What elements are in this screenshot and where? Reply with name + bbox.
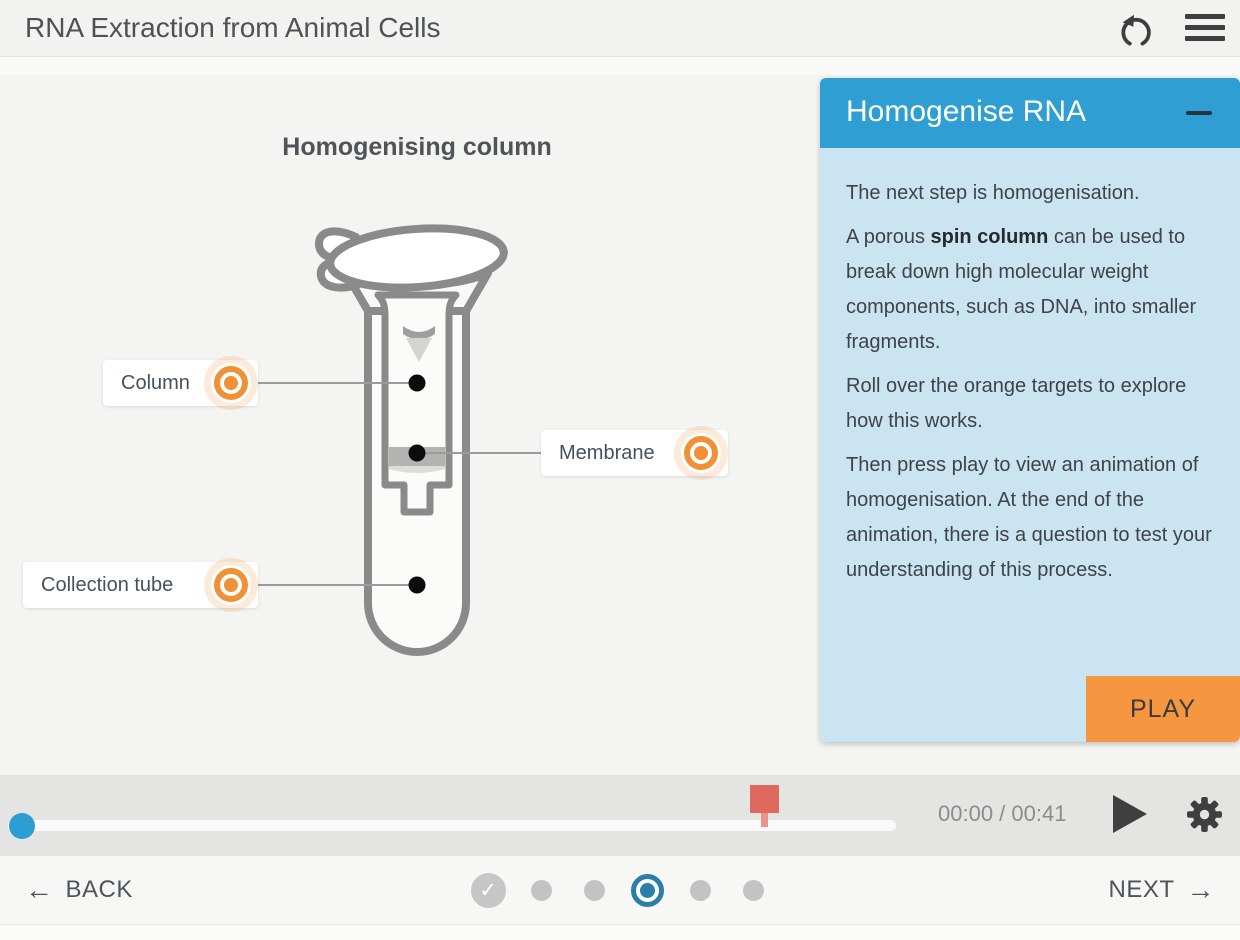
sample-funnel-shape <box>406 338 432 362</box>
timeline-bar: 00:00 / 00:41 <box>0 775 1240 855</box>
back-arrow-icon: ← <box>25 874 54 905</box>
panel-header: Homogenise RNA <box>820 78 1240 148</box>
footer-nav: ← BACK ✓ NEXT → <box>0 855 1240 925</box>
minimize-button[interactable] <box>1186 104 1216 122</box>
hamburger-icon <box>1185 14 1225 41</box>
step-dot-default[interactable] <box>742 879 764 901</box>
reset-button[interactable] <box>1116 11 1156 51</box>
target-icon <box>211 565 251 605</box>
sample-meniscus-shape <box>403 326 435 340</box>
collection-tube-label-text: Collection tube <box>41 573 174 596</box>
next-button[interactable]: NEXT → <box>1108 874 1215 906</box>
collection-tube-target[interactable] <box>204 558 258 612</box>
panel-paragraph-1: The next step is homogenisation. <box>846 182 1140 204</box>
menu-button[interactable] <box>1185 14 1225 46</box>
panel-body: The next step is homogenisation. A porou… <box>820 148 1240 742</box>
step-dot-active[interactable] <box>630 873 664 907</box>
target-icon <box>211 363 251 403</box>
reset-icon <box>1116 14 1156 55</box>
tube-cap-shape <box>326 224 508 292</box>
instruction-panel: Homogenise RNA The next step is homogeni… <box>820 78 1240 742</box>
panel-paragraph-4: Then press play to view an animation of … <box>846 454 1212 581</box>
collection-tube-anchor-dot <box>408 576 426 594</box>
panel-paragraph-3: Roll over the orange targets to explore … <box>846 375 1187 432</box>
back-button[interactable]: ← BACK <box>25 874 133 906</box>
membrane-label: Membrane <box>541 426 728 480</box>
step-dot-default[interactable] <box>583 879 605 901</box>
step-dot-default[interactable] <box>689 879 711 901</box>
diagram-title: Homogenising column <box>282 133 552 161</box>
column-label: Column <box>103 356 258 410</box>
membrane-target[interactable] <box>674 426 728 480</box>
column-target[interactable] <box>204 356 258 410</box>
time-display: 00:00 / 00:41 <box>938 801 1067 826</box>
collection-tube-label: Collection tube <box>23 558 258 612</box>
step-dot-completed[interactable]: ✓ <box>470 872 506 908</box>
flag-stem <box>761 813 768 827</box>
back-label: BACK <box>65 876 133 903</box>
page-title: RNA Extraction from Animal Cells <box>25 12 441 43</box>
minus-icon <box>1186 111 1212 115</box>
flag-icon <box>750 785 779 813</box>
animation-stage: Homogenising column <box>0 75 1240 775</box>
panel-paragraph-2: A porous spin column can be used to brea… <box>846 226 1197 353</box>
target-icon <box>681 433 721 473</box>
membrane-underside-shape <box>389 466 445 473</box>
seek-handle[interactable] <box>9 813 35 839</box>
seek-track[interactable] <box>8 820 896 831</box>
play-button[interactable]: PLAY <box>1086 676 1240 742</box>
next-label: NEXT <box>1108 876 1175 903</box>
panel-title: Homogenise RNA <box>846 95 1087 128</box>
question-marker <box>750 785 779 827</box>
column-label-text: Column <box>121 371 190 394</box>
column-anchor-dot <box>408 374 426 392</box>
settings-button[interactable] <box>1186 796 1223 833</box>
header-shadow-strip <box>0 58 1240 75</box>
membrane-anchor-dot <box>408 444 426 462</box>
check-icon: ✓ <box>479 878 497 902</box>
header-bar: RNA Extraction from Animal Cells <box>0 0 1240 57</box>
step-indicators: ✓ <box>462 872 780 908</box>
gear-icon <box>1186 797 1223 837</box>
spin-column-shape <box>374 291 460 516</box>
membrane-label-text: Membrane <box>559 441 655 464</box>
spin-column-diagram <box>256 224 541 656</box>
next-arrow-icon: → <box>1186 874 1215 905</box>
timeline-play-button[interactable] <box>1113 795 1147 833</box>
step-dot-default[interactable] <box>530 879 552 901</box>
